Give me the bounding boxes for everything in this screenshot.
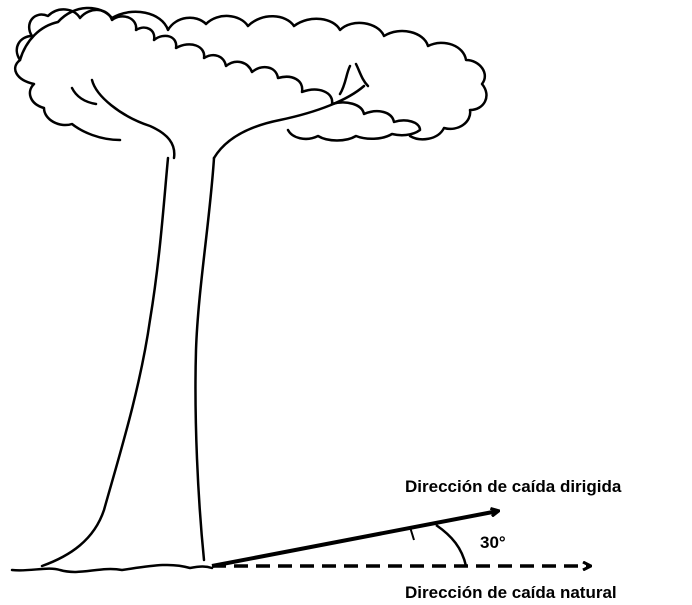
natural-fall-label: Dirección de caída natural <box>405 583 617 602</box>
angle-tick <box>409 526 415 541</box>
directed-fall-label: Dirección de caída dirigida <box>405 477 622 496</box>
tree-branch-right <box>212 84 366 160</box>
tree-branch-left <box>90 78 176 160</box>
tree-trunk-right <box>194 156 216 562</box>
tree-crown <box>14 8 422 142</box>
tree-branch-right-stub <box>338 62 370 96</box>
ground-line <box>10 563 214 574</box>
tree-crown-top <box>18 6 488 141</box>
directed-fall-arrow <box>211 511 498 568</box>
angle-arc <box>435 523 468 567</box>
angle-label: 30° <box>480 533 506 552</box>
tree-branch-left-stub <box>70 86 98 106</box>
tree-trunk-left <box>40 156 170 568</box>
